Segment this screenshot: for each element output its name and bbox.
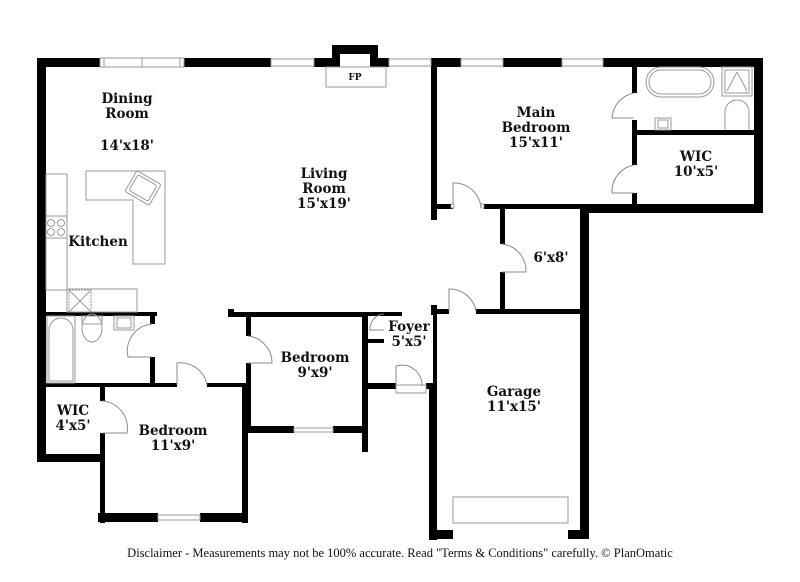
garage-label: Garage (487, 384, 541, 400)
main-bedroom-label: Main (517, 105, 556, 121)
doors (101, 92, 635, 434)
main-wic-dims: 10'x5' (674, 164, 719, 180)
living-room-label: Living (301, 166, 348, 182)
fireplace-label: FP (348, 73, 361, 83)
bedroom-3-label: Bedroom (139, 423, 208, 439)
fireplace: FP (325, 66, 387, 88)
windows (99, 57, 604, 524)
garage-dims: 11'x15' (487, 399, 541, 415)
bedroom-3-dims: 11'x9' (151, 438, 196, 454)
kitchen-label: Kitchen (68, 234, 128, 250)
closet-dims: 6'x8' (533, 250, 568, 266)
disclaimer-text: Disclaimer - Measurements may not be 100… (127, 546, 673, 560)
walls (37, 45, 763, 540)
living-room-dims: 15'x19' (297, 196, 351, 212)
living-room-label-2: Room (302, 181, 346, 197)
wic-2-dims: 4'x5' (55, 418, 90, 434)
main-wic-label: WIC (679, 149, 712, 165)
foyer-label: Foyer (388, 319, 430, 335)
hall-bath-fixtures (46, 313, 135, 384)
foyer-dims: 5'x5' (391, 334, 426, 350)
main-bedroom-dims: 15'x11' (509, 135, 563, 151)
wic-2-label: WIC (56, 403, 89, 419)
dining-room-label: Dining (101, 91, 153, 107)
room-labels: Dining Room 14'x18' Living Room 15'x19' … (55, 91, 718, 454)
main-bedroom-label-2: Bedroom (502, 120, 571, 136)
dining-room-label-2: Room (105, 106, 149, 122)
main-bath-fixtures (645, 66, 753, 131)
kitchen-fixtures (45, 170, 166, 313)
dining-room-dims: 14'x18' (100, 138, 154, 154)
bedroom-2-dims: 9'x9' (297, 365, 332, 381)
bedroom-2-label: Bedroom (281, 350, 350, 366)
